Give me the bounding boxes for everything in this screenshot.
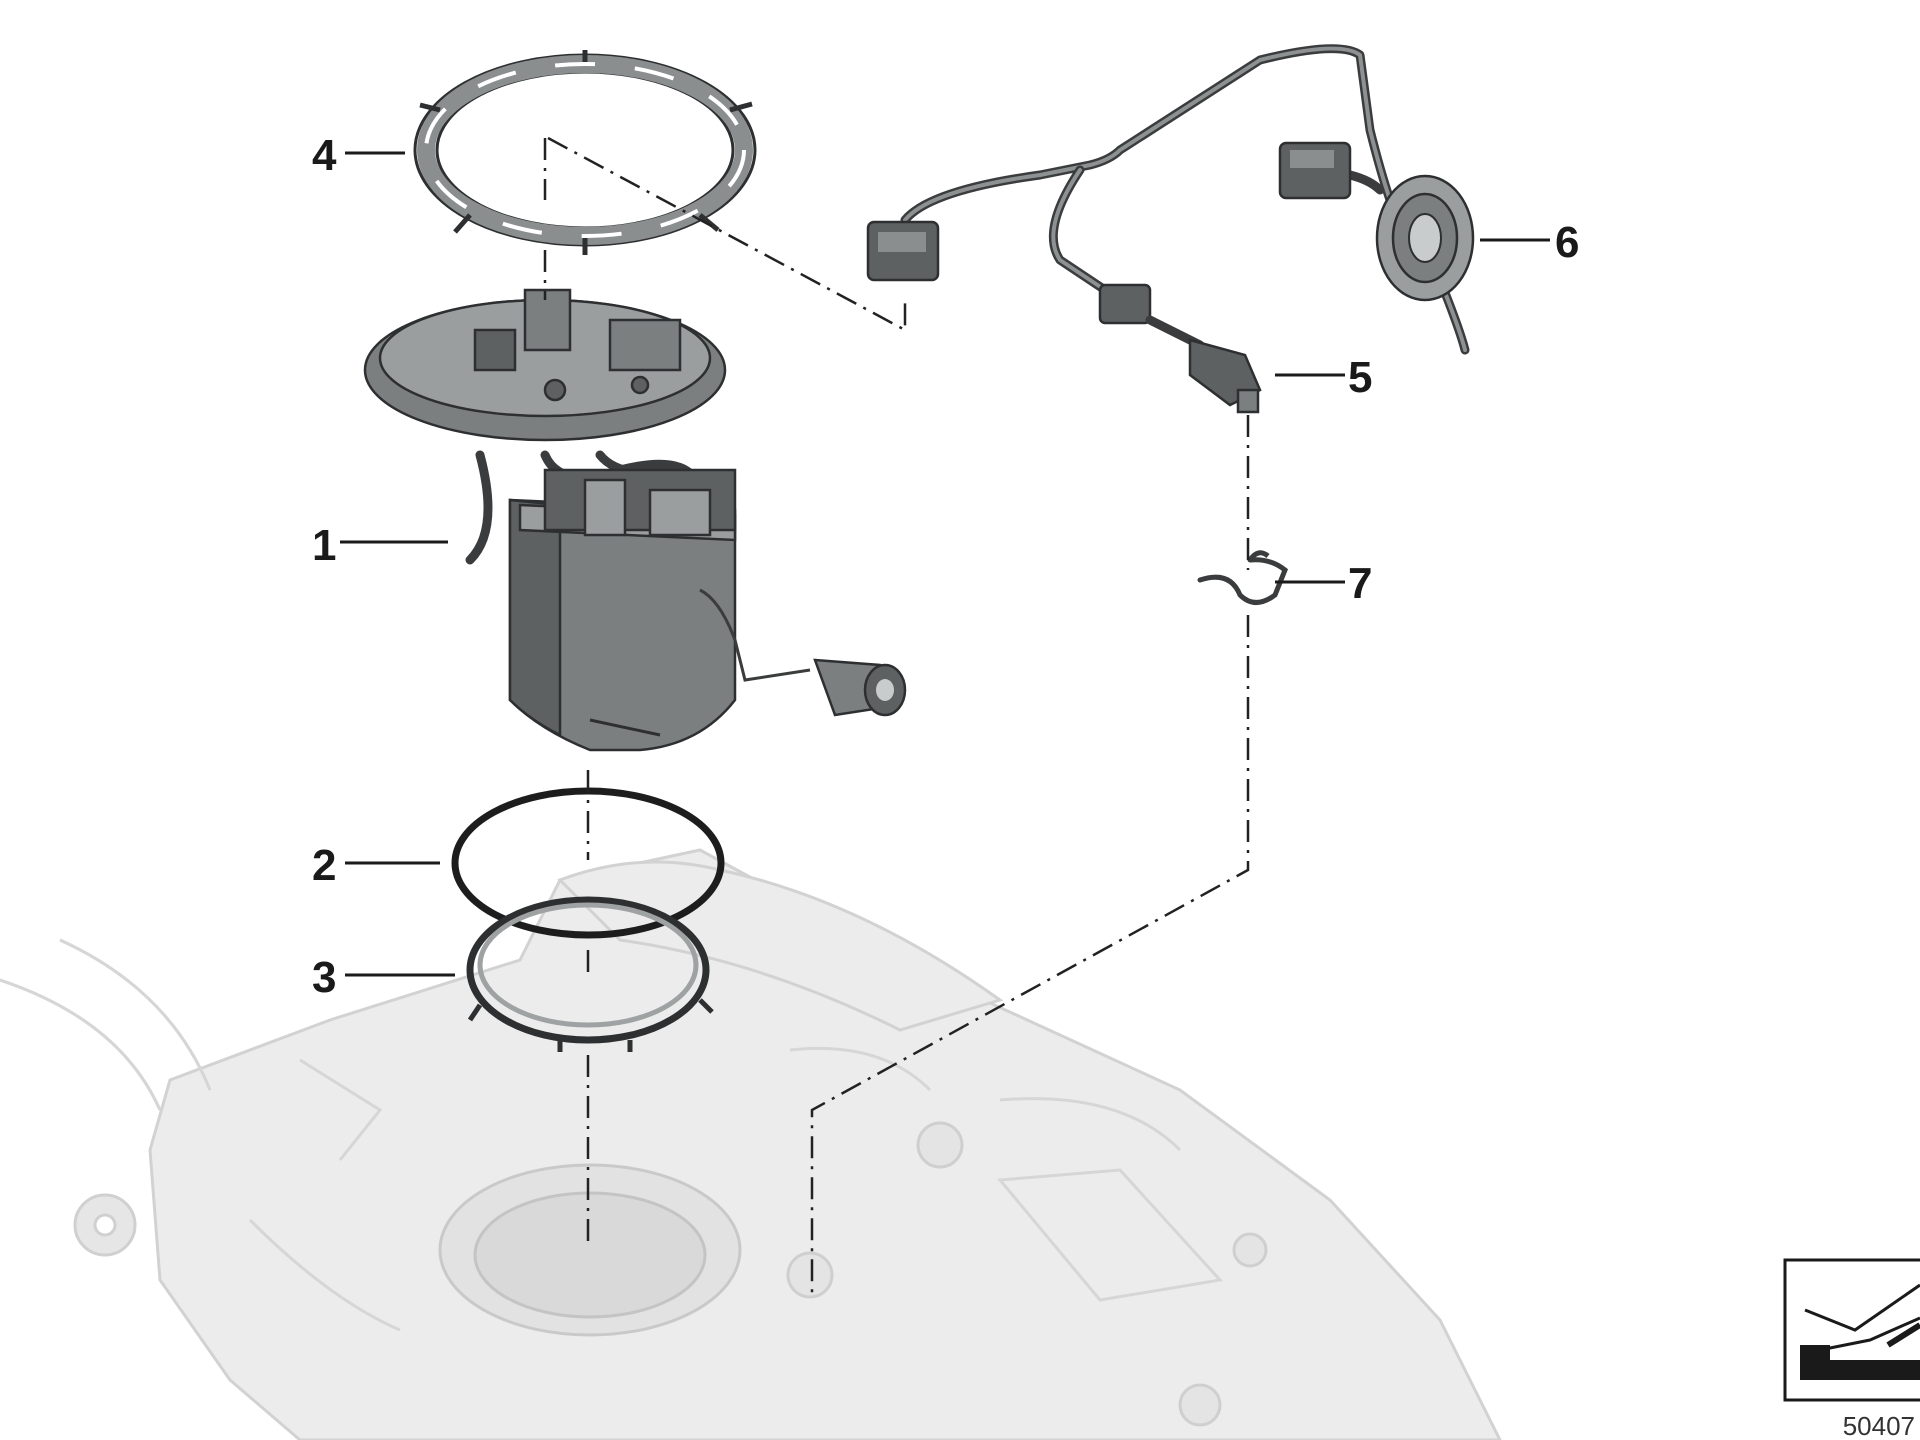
level-sensor-float [813, 658, 907, 717]
reference-number: 50407 [1843, 1411, 1915, 1440]
grommet [1375, 174, 1475, 302]
fuel-tank [0, 848, 1502, 1440]
connector-middle [1098, 283, 1152, 325]
reference-symbol: 50407 [1783, 1258, 1920, 1440]
fuel-pump-module [465, 450, 907, 752]
callout-3: 3 [312, 953, 336, 1002]
locking-ring [413, 50, 757, 255]
pump-flange [363, 288, 727, 442]
callout-2: 2 [312, 841, 336, 890]
callout-1: 1 [312, 521, 336, 570]
callout-4: 4 [312, 131, 337, 180]
callout-6: 6 [1555, 218, 1579, 267]
wiring-harness [866, 44, 1475, 355]
connector-left [866, 220, 940, 282]
leader-lines [340, 151, 1550, 977]
callout-5: 5 [1348, 353, 1372, 402]
assembly-lines [543, 136, 1250, 1300]
connector-right [1278, 141, 1352, 200]
callout-7: 7 [1348, 559, 1372, 608]
retaining-clip [1197, 550, 1289, 605]
callout-labels: 4 1 2 3 5 6 7 [312, 131, 1579, 1002]
tensioning-ring [466, 896, 714, 1052]
pressure-sensor [1145, 315, 1262, 414]
